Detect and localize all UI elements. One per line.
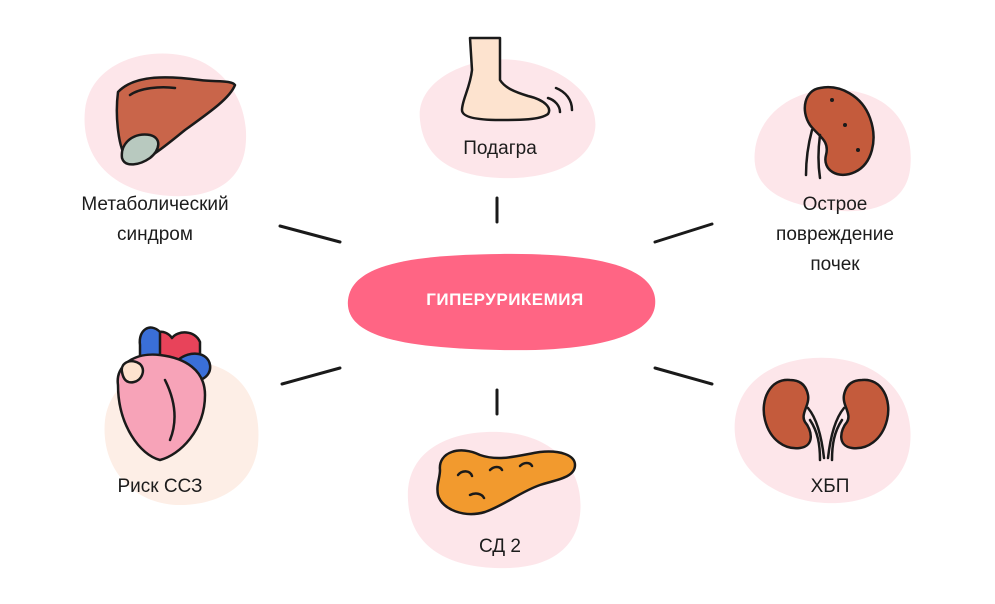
label-aki-line1: Острое [802, 194, 868, 215]
label-metabolic: Метаболический синдром [50, 190, 260, 250]
connectors [278, 196, 714, 416]
connector-aki [653, 222, 714, 244]
kidney-icon [803, 86, 875, 180]
connector-ckd [653, 366, 714, 386]
label-diabetes: СД 2 [440, 532, 560, 562]
pancreas-icon [436, 449, 577, 516]
label-ckd: ХБП [770, 472, 890, 502]
label-metabolic-line2: синдром [117, 224, 193, 245]
heart-icon [116, 326, 212, 462]
kidneys-icon [762, 378, 890, 462]
foot-icon [460, 36, 574, 122]
connector-metabolic [278, 224, 342, 244]
label-ckd-text: ХБП [810, 476, 850, 497]
label-aki: Острое повреждение почек [760, 190, 910, 280]
connector-cvd [280, 366, 342, 386]
label-cvd-text: Риск ССЗ [117, 476, 203, 497]
center-blob [347, 253, 656, 351]
label-aki-line2: повреждение [776, 224, 894, 245]
liver-icon [115, 76, 237, 166]
label-metabolic-line1: Метаболический [81, 194, 229, 215]
label-gout: Подагра [430, 134, 570, 164]
label-gout-text: Подагра [463, 138, 537, 159]
label-aki-line3: почек [810, 254, 860, 275]
label-cvd: Риск ССЗ [90, 472, 230, 502]
label-diabetes-text: СД 2 [478, 536, 522, 557]
center-label: ГИПЕРУРИКЕМИЯ [426, 290, 584, 309]
